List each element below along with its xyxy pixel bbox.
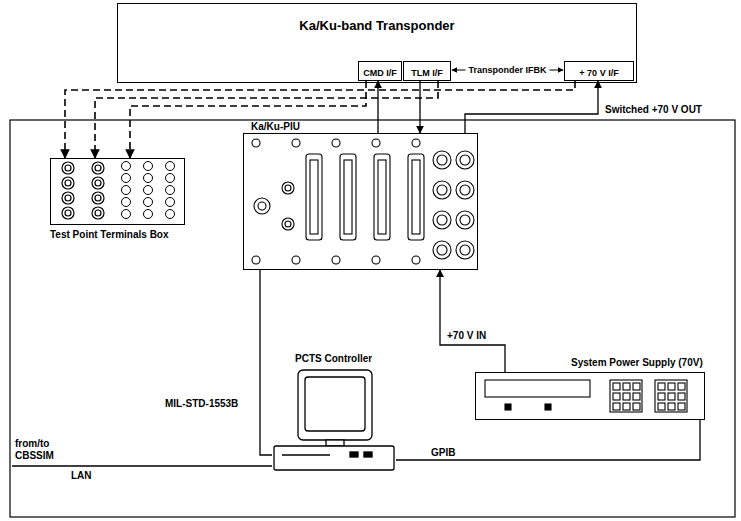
piu-connectors (252, 139, 474, 264)
link-label: from/to CBSSIM (14, 438, 68, 462)
part-label: Ka/Ku-PIU (251, 121, 300, 133)
box-label: Ka/Ku-band Transponder (299, 18, 454, 34)
enclosure (10, 120, 735, 517)
dashed-connector (65, 81, 575, 158)
connector (440, 270, 505, 372)
edge-label: GPIB (430, 447, 456, 459)
connector (260, 270, 272, 455)
box-label: TLM I/F (411, 64, 443, 82)
connector (377, 81, 378, 133)
leader-arrow (452, 70, 466, 71)
power-supply-symbol (485, 380, 687, 412)
signal-label: Transponder IFBK (468, 64, 548, 76)
computer-symbol (274, 370, 394, 470)
panel-outline (272, 368, 396, 470)
dashed-connector (130, 81, 366, 158)
part-label: Test Point Terminals Box (50, 229, 169, 241)
transponder-box: Ka/Ku-band TransponderCMD I/F TLM I/F + 70… (117, 3, 637, 83)
panel-outline (475, 372, 705, 420)
part-label: System Power Supply (70V) (571, 357, 703, 369)
box-label: + 70 V I/F (579, 64, 618, 82)
controller-computer: PCTS Controller (272, 352, 396, 470)
link-label: LAN (70, 470, 93, 482)
interface-box: CMD I/F (358, 61, 402, 81)
leader-arrow (550, 70, 564, 71)
connector (465, 81, 598, 133)
power-supply: System Power Supply (70V) (475, 356, 705, 420)
edge-label: +70 V IN (446, 330, 487, 342)
part-label: PCTS Controller (295, 353, 372, 365)
piu-panel: Ka/Ku-PIU (243, 120, 478, 270)
lan-line (12, 465, 272, 466)
panel-outline (50, 158, 185, 225)
connector (396, 420, 700, 460)
interface-box: TLM I/F (403, 61, 451, 81)
panel-outline (243, 133, 478, 270)
terminal-box: Test Point Terminals Box (50, 158, 185, 248)
edge-label: Switched +70 V OUT (604, 104, 703, 116)
dashed-connector (95, 81, 438, 158)
connector (419, 81, 420, 133)
box-label: CMD I/F (363, 64, 397, 82)
interface-box: + 70 V I/F (564, 61, 634, 81)
terminal-connectors (62, 162, 175, 220)
edge-label: MIL-STD-1553B (164, 398, 239, 410)
